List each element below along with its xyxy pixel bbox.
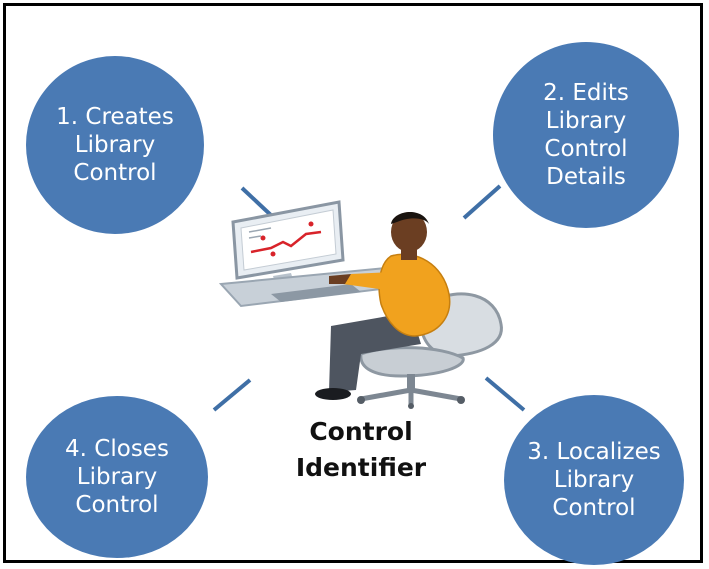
- connector-localizes: [484, 376, 526, 412]
- node-closes-library-control: 4. Closes Library Control: [26, 396, 208, 558]
- node-label-line: 3. Localizes: [527, 439, 661, 465]
- node-label-line: Control: [552, 495, 636, 521]
- node-creates-library-control: 1. Creates Library Control: [26, 56, 204, 234]
- node-label-line: Details: [546, 164, 626, 190]
- node-label-line: Control: [544, 136, 628, 162]
- center-label-line: Control: [309, 417, 413, 446]
- person-at-computer-icon: [218, 200, 503, 409]
- node-label-line: Library: [553, 467, 635, 493]
- center-label-control-identifier: Control Identifier: [266, 414, 456, 486]
- connector-lines: [212, 184, 526, 412]
- connector-creates: [240, 186, 276, 220]
- node-label-line: 1. Creates: [56, 104, 174, 130]
- connector-closes: [212, 378, 252, 412]
- monitor-icon: [218, 200, 409, 308]
- node-label-line: Library: [74, 132, 156, 158]
- node-label-line: 2. Edits: [543, 80, 629, 106]
- node-label-line: 4. Closes: [65, 436, 169, 462]
- node-label-line: Control: [75, 492, 159, 518]
- connector-edits: [462, 184, 502, 220]
- person-figure-icon: [315, 211, 451, 400]
- diagram-frame: 1. Creates Library Control 2. Edits Libr…: [3, 3, 703, 565]
- node-label-line: Library: [545, 108, 627, 134]
- node-label-line: Control: [73, 160, 157, 186]
- node-edits-library-control-details: 2. Edits Library Control Details: [493, 42, 679, 228]
- center-label-line: Identifier: [295, 453, 427, 482]
- node-localizes-library-control: 3. Localizes Library Control: [504, 395, 684, 565]
- node-label-line: Library: [76, 464, 158, 490]
